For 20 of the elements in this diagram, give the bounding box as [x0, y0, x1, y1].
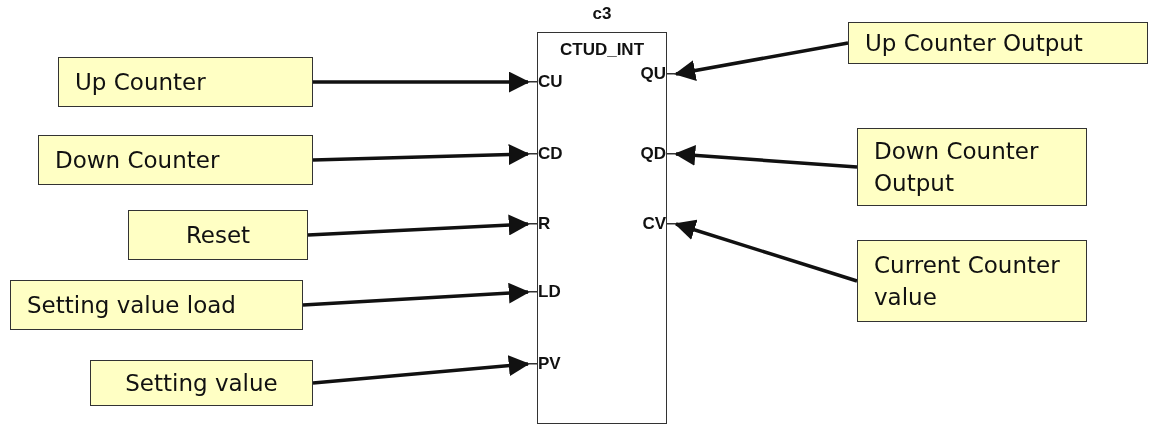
callout-box: Setting value — [90, 360, 313, 406]
block-instance-name: c3 — [592, 4, 612, 24]
callout-box: Up Counter — [58, 57, 313, 107]
arrow — [307, 214, 530, 237]
pin-label: QD — [640, 144, 676, 164]
callout-box: Reset — [128, 210, 308, 260]
callout-box: Down Counter — [38, 135, 313, 185]
arrow — [674, 219, 858, 283]
arrow — [674, 144, 858, 169]
callout-box: Setting value load — [10, 280, 303, 330]
callout-box: Down Counter Output — [857, 128, 1087, 206]
arrow — [302, 282, 530, 307]
arrow — [312, 355, 530, 385]
callout-box: Current Counter value — [857, 240, 1087, 322]
arrow — [312, 144, 530, 166]
arrow — [313, 71, 530, 93]
callout-box: Up Counter Output — [848, 22, 1148, 64]
arrow — [674, 41, 849, 81]
pin-label: QU — [640, 64, 676, 84]
block-type-name: CTUD_INT — [559, 40, 645, 60]
